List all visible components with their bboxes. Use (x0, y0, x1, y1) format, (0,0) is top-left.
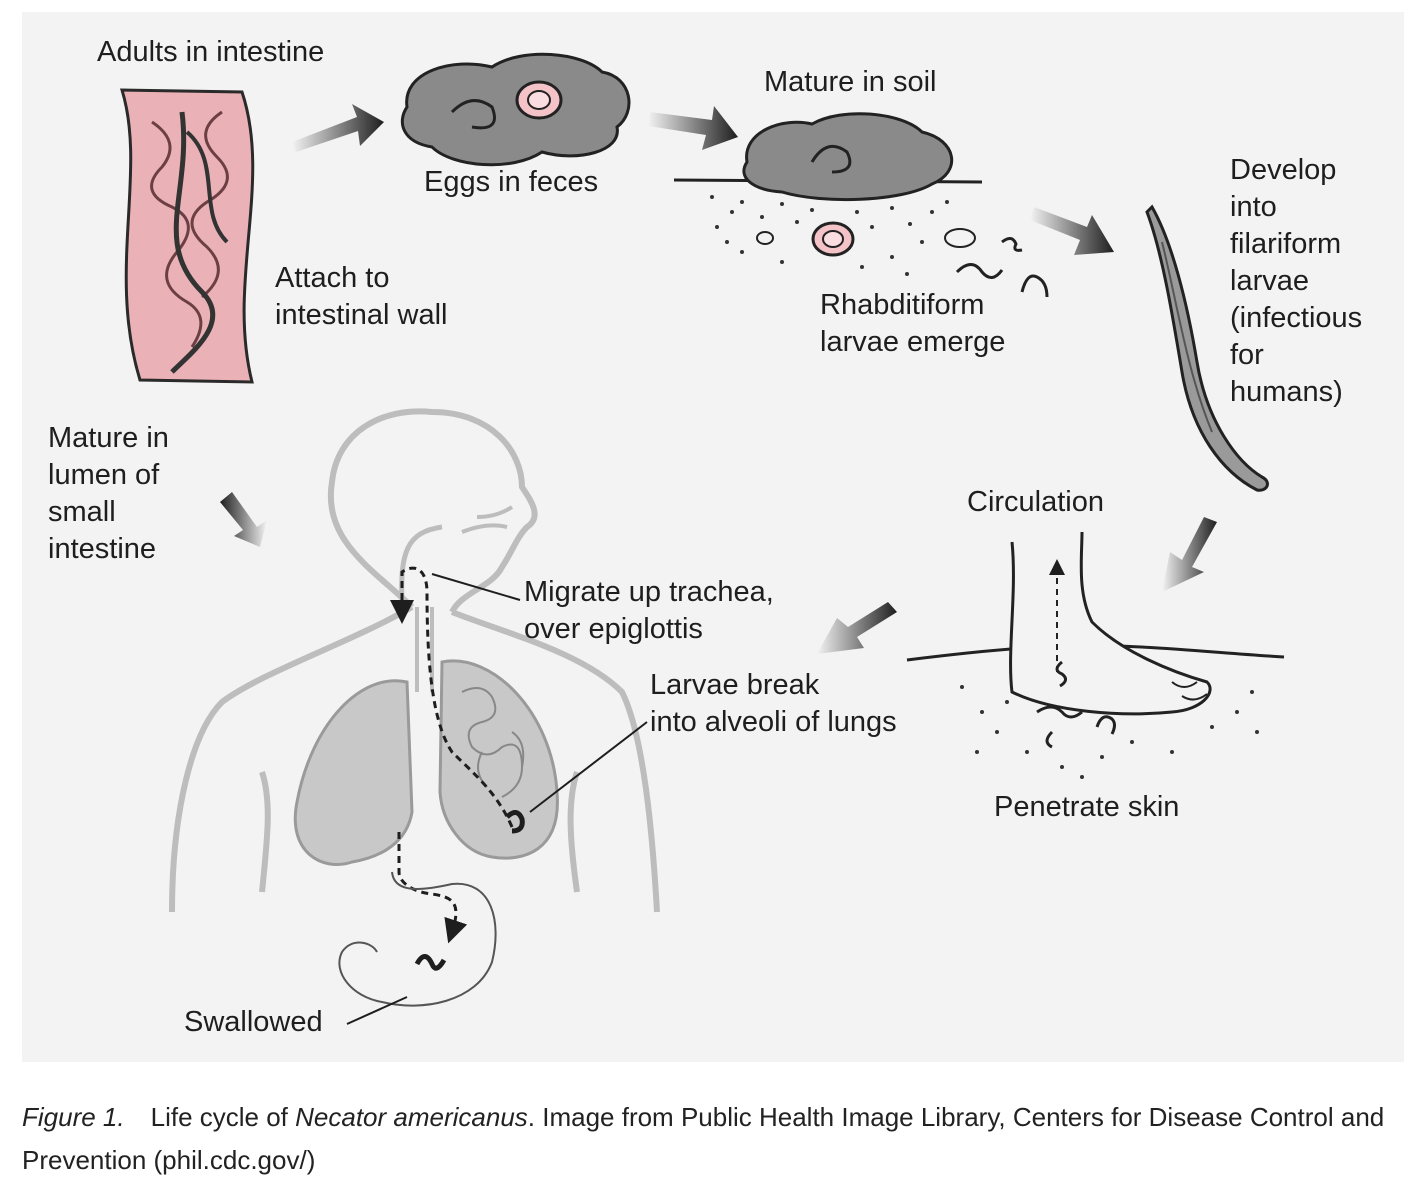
label-adults-in-intestine: Adults in intestine (97, 36, 325, 68)
figure-caption: Figure 1. Life cycle of Necator americanu… (22, 1096, 1402, 1182)
arrow-icon (292, 104, 384, 152)
feces-eggs-illustration (400, 52, 631, 167)
arrow-icon (817, 602, 897, 654)
arrow-icon (220, 492, 267, 547)
stomach-illustration (338, 871, 497, 1007)
arrow-icon (1162, 517, 1217, 592)
arrow-icon (648, 106, 738, 150)
diagram-artwork (119, 52, 1285, 1025)
label-eggs-in-feces: Eggs in feces (424, 166, 599, 198)
lungs-illustration (293, 659, 559, 866)
arrow-icon (1030, 207, 1114, 255)
foot-illustration (906, 531, 1285, 779)
label-swallowed: Swallowed (184, 1006, 323, 1038)
intestine-illustration (119, 88, 255, 384)
caption-text-after: . Image from Public Health Image Library… (22, 1102, 1385, 1175)
species-name: Necator americanus (295, 1102, 528, 1132)
label-migrate: Migrate up trachea,over epiglottis (524, 576, 774, 645)
human-body-illustration (169, 408, 660, 913)
figure-label: Figure 1. (22, 1102, 125, 1132)
leader-lines (346, 573, 648, 1025)
filariform-larva-illustration (1145, 204, 1269, 492)
label-penetrate-skin: Penetrate skin (994, 791, 1180, 823)
label-circulation: Circulation (967, 486, 1104, 518)
trachea-path (390, 524, 525, 944)
caption-text-before: Life cycle of (150, 1102, 296, 1132)
label-mature-in-soil: Mature in soil (764, 66, 937, 98)
life-cycle-diagram: Adults in intestine Eggs in feces Mature… (22, 12, 1404, 1062)
soil-illustration (673, 112, 1049, 298)
